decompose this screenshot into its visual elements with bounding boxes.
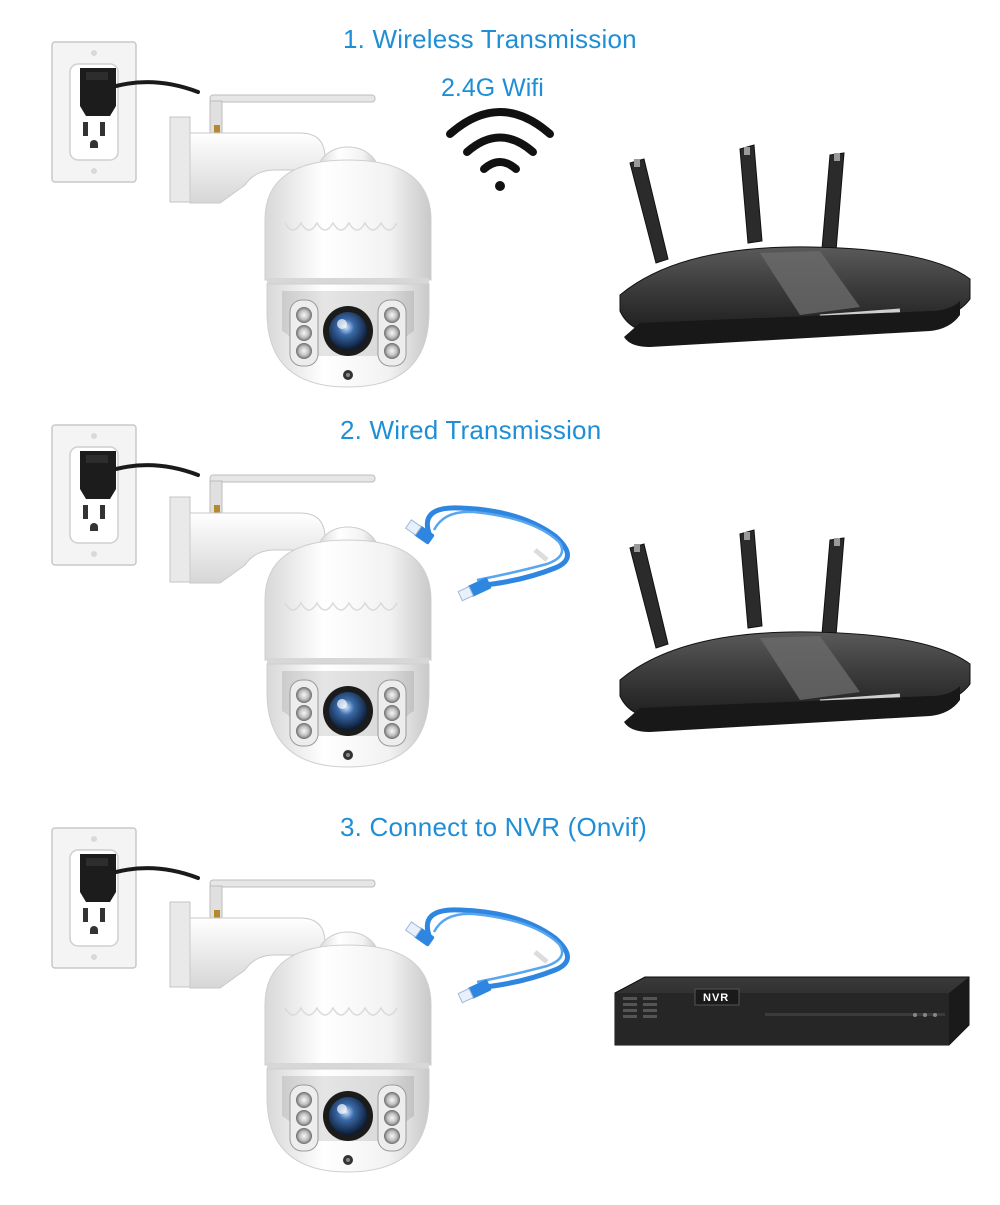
nvr-label: NVR bbox=[703, 992, 729, 1004]
section-1-title: 1. Wireless Transmission bbox=[343, 24, 637, 54]
section-2-title: 2. Wired Transmission bbox=[340, 415, 602, 445]
wifi-icon bbox=[450, 100, 550, 195]
ethernet-cable-icon bbox=[420, 498, 570, 598]
ethernet-cable-icon bbox=[420, 900, 570, 1000]
section-3-title: 3. Connect to NVR (Onvif) bbox=[340, 812, 647, 842]
router-icon bbox=[610, 530, 970, 710]
nvr-icon: NVR bbox=[614, 976, 970, 1046]
section-1-subtitle: 2.4G Wifi bbox=[441, 74, 544, 102]
ptz-camera-icon bbox=[169, 474, 432, 768]
router-icon bbox=[610, 145, 970, 325]
ptz-camera-icon bbox=[169, 879, 432, 1173]
ptz-camera-icon bbox=[169, 94, 432, 388]
